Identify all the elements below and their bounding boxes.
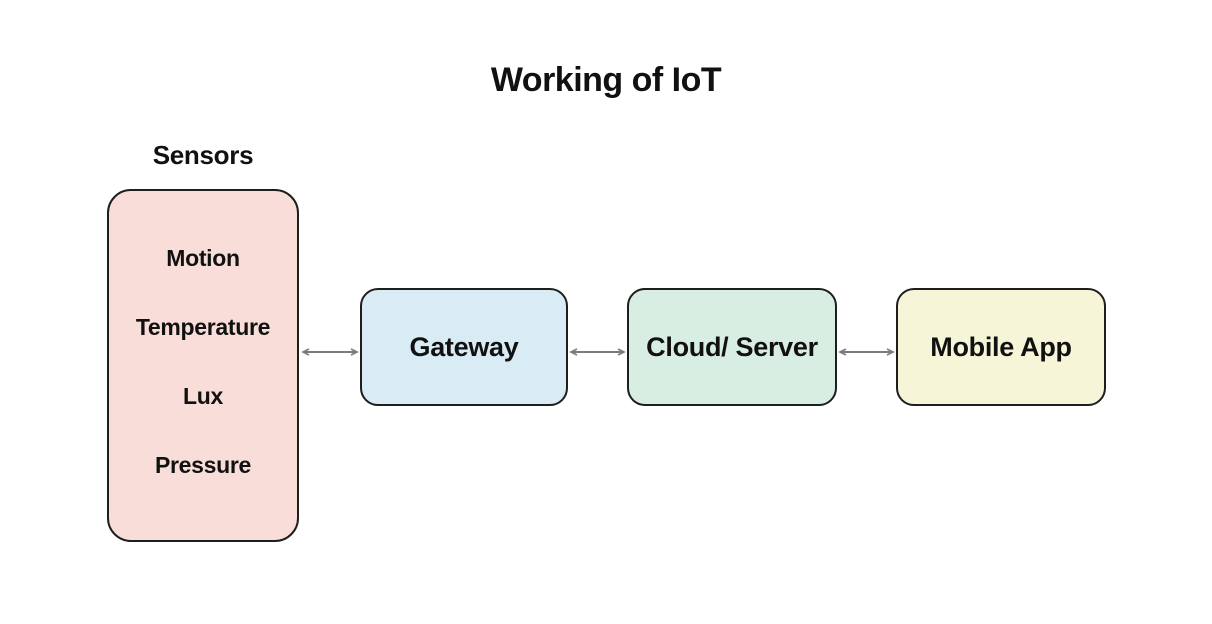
- sensor-item: Temperature: [135, 314, 271, 340]
- node-cloud-server: Cloud/ Server: [627, 288, 837, 406]
- diagram-title: Working of IoT: [490, 61, 722, 99]
- node-gateway: Gateway: [360, 288, 568, 406]
- sensors-group-label: Sensors: [152, 140, 254, 170]
- sensor-item: Pressure: [154, 452, 252, 478]
- gateway-label: Gateway: [409, 331, 519, 362]
- sensor-item: Motion: [166, 245, 240, 271]
- cloud-server-label: Cloud/ Server: [646, 331, 818, 362]
- mobile-app-label: Mobile App: [930, 331, 1072, 362]
- sensor-item: Lux: [183, 383, 223, 409]
- node-mobile-app: Mobile App: [896, 288, 1106, 406]
